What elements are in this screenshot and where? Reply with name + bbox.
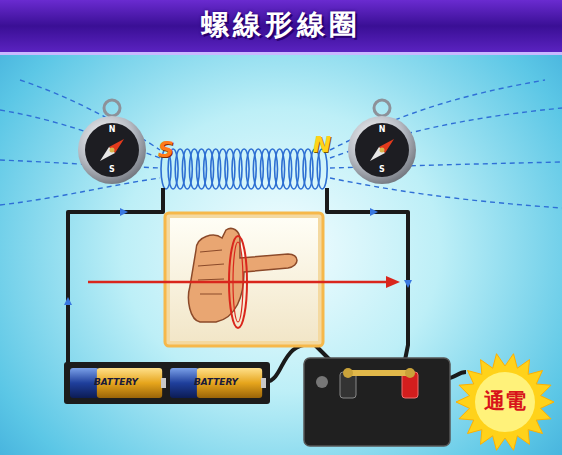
compass-right	[348, 100, 416, 184]
battery-cell: BATTERY	[70, 368, 166, 398]
pole-label: N	[313, 134, 331, 156]
battery-text: BATTERY	[194, 378, 238, 388]
battery-text: BATTERY	[94, 378, 138, 388]
compass-letter: N	[379, 126, 386, 134]
right-hand-rule-panel	[165, 213, 323, 346]
compass-letter: S	[379, 166, 385, 174]
solenoid-coil	[161, 149, 327, 189]
switch	[304, 358, 450, 446]
battery-cell: BATTERY	[170, 368, 266, 398]
title-rule	[0, 52, 562, 55]
compass-letter: S	[109, 166, 115, 174]
title: 螺線形線圈	[0, 6, 562, 44]
starburst-badge: 通電	[452, 352, 558, 452]
badge-text: 通電	[484, 390, 526, 413]
circuit-wire	[68, 188, 466, 382]
field-direction-arrow	[88, 276, 400, 288]
battery-holder	[64, 362, 270, 404]
pole-label: S	[158, 139, 174, 161]
title-band	[0, 0, 562, 52]
compass-left	[78, 100, 146, 184]
field-lines	[0, 80, 562, 208]
compass-letter: N	[109, 126, 116, 134]
